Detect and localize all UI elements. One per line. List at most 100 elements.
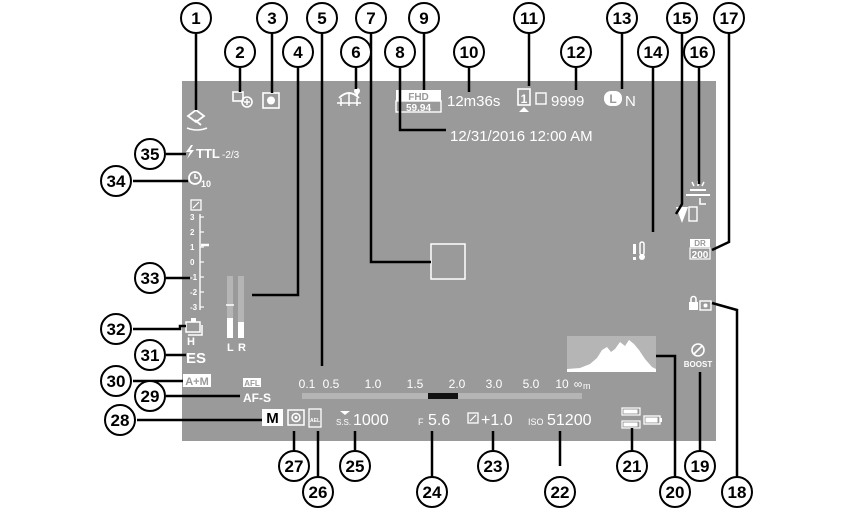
callout-33: 33 [134, 262, 166, 294]
callout-2: 2 [224, 36, 256, 68]
callout-circle [544, 476, 576, 508]
callout-number: 27 [285, 457, 304, 476]
exposure-scale-label: 2 [190, 228, 195, 237]
image-quality-label: N [625, 93, 636, 110]
metering-icon [287, 409, 305, 426]
callout-circle [384, 36, 416, 68]
callout-17: 17 [713, 2, 745, 34]
callout-circle [134, 262, 166, 294]
self-timer-value: 10 [201, 179, 211, 189]
callout-number: 19 [691, 457, 710, 476]
callout-4: 4 [282, 36, 314, 68]
callout-5: 5 [306, 2, 338, 34]
location-data-icon [337, 88, 361, 106]
distance-scale-label: 2.0 [449, 377, 466, 391]
af-lock-label: AFL [244, 379, 260, 388]
callout-circle [180, 2, 212, 34]
callout-19: 19 [684, 450, 716, 482]
callout-circle [104, 404, 136, 436]
callout-circle [355, 2, 387, 34]
focus-check-icon [232, 91, 253, 108]
callout-21: 21 [616, 450, 648, 482]
exposure-scale-label: 0 [190, 258, 195, 267]
callout-number: 7 [366, 9, 375, 28]
callout-circle [256, 2, 288, 34]
callout-26: 26 [302, 476, 334, 508]
callout-number: 1 [191, 9, 200, 28]
callout-35: 35 [134, 138, 166, 170]
callout-number: 12 [567, 43, 586, 62]
histogram-curve [567, 340, 656, 372]
callout-circle [683, 36, 715, 68]
callout-circle [477, 450, 509, 482]
distance-scale-label: 1.0 [365, 377, 382, 391]
callout-circle [616, 450, 648, 482]
distance-scale-label: 1.5 [407, 377, 424, 391]
distance-scale-label: 0.1 [299, 377, 316, 391]
callout-circle [134, 380, 166, 412]
image-size-label: L [609, 92, 616, 106]
callout-29: 29 [134, 380, 166, 412]
callout-34: 34 [100, 165, 132, 197]
exposure-scale-label: 1 [190, 243, 195, 252]
callout-number: 3 [267, 9, 276, 28]
flash-mode-label: TTL [196, 146, 220, 161]
callout-circle [339, 450, 371, 482]
focus-switch-label: A+M [185, 376, 209, 388]
distance-unit: m [583, 381, 591, 391]
self-timer-icon [188, 171, 202, 185]
callout-circle [282, 36, 314, 68]
callout-27: 27 [278, 450, 310, 482]
exposure-mode-badge [262, 409, 283, 426]
callout-12: 12 [560, 36, 592, 68]
boost-label: BOOST [684, 360, 713, 369]
aperture-prefix: F [418, 417, 424, 427]
callout-16: 16 [683, 36, 715, 68]
recording-time: 12m36s [447, 93, 500, 110]
callout-number: 17 [720, 9, 739, 28]
callout-7: 7 [355, 2, 387, 34]
callout-22: 22 [544, 476, 576, 508]
callout-markers: 1234567891011121314151617181920212223242… [100, 2, 753, 508]
callout-circle [513, 2, 545, 34]
performance-boost-icon [691, 343, 705, 357]
callout-circle [637, 36, 669, 68]
callout-18: 18 [721, 476, 753, 508]
iso-value: 51200 [547, 412, 592, 429]
callout-number: 30 [107, 372, 126, 391]
control-lock-icon [689, 295, 712, 311]
callout-24: 24 [416, 476, 448, 508]
callout-13: 13 [606, 2, 638, 34]
date-time: 12/31/2016 12:00 AM [450, 128, 593, 145]
exposure-mode: M [266, 410, 279, 427]
callout-14: 14 [637, 36, 669, 68]
callout-number: 18 [728, 483, 747, 502]
callout-circle [659, 476, 691, 508]
distance-scale-label: ∞ [574, 377, 583, 391]
callout-number: 31 [141, 346, 160, 365]
iso-prefix: ISO [528, 417, 544, 427]
exposure-scale-label: -2 [190, 288, 198, 297]
dynamic-range-value-box [689, 247, 711, 260]
callout-circle [721, 476, 753, 508]
callout-circle [134, 138, 166, 170]
callout-circle [416, 476, 448, 508]
callout-circle [453, 36, 485, 68]
flash-mode-icon [186, 145, 194, 159]
callout-circle [340, 36, 372, 68]
callout-number: 4 [293, 43, 303, 62]
exposure-scale-label: 3 [190, 213, 195, 222]
aperture-value: 5.6 [428, 412, 450, 429]
dynamic-range-badge [690, 239, 710, 247]
callout-circle [684, 450, 716, 482]
callout-circle [666, 2, 698, 34]
callout-number: 29 [141, 387, 160, 406]
callout-circle [606, 2, 638, 34]
callout-28: 28 [104, 404, 136, 436]
callout-number: 24 [423, 483, 442, 502]
callout-15: 15 [666, 2, 698, 34]
callout-number: 32 [107, 320, 126, 339]
